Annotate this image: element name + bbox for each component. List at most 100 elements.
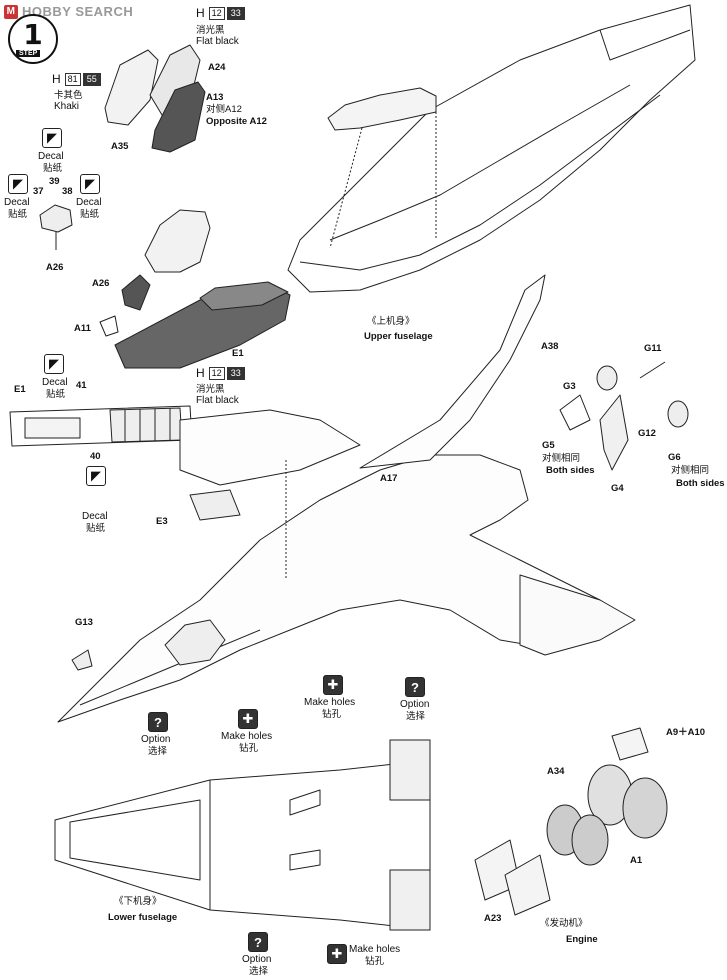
make-holes-label-zh: 钻孔 [239,743,259,754]
paint-zh: 消光黑 [196,25,225,36]
upper-fuselage-title-en: Upper fuselage [364,331,433,342]
drill-icon: ✚ [323,675,343,695]
part-label: Opposite A12 [206,116,267,127]
paint-code-h81: H 81 55 [52,72,101,86]
part-label: A1 [630,855,643,866]
option-label: Option [242,954,272,965]
instrument-panel-drawing [39,204,73,250]
engine-drawing [474,727,668,916]
part-label: A13 [206,92,224,103]
decal-label-zh: 贴纸 [80,209,100,220]
paint-zh: 卡其色 [54,90,83,101]
paint-swatch: 33 [226,366,245,380]
part-label: 39 [49,176,60,187]
option-label: Option [141,734,171,745]
make-holes-label-zh: 钻孔 [322,709,342,720]
make-holes-label: Make holes [221,731,273,742]
airframe-drawing [57,274,636,723]
paint-code: 81 [64,72,81,86]
part-label: G13 [75,617,93,628]
part-label: 对侧A12 [206,104,242,115]
engine-title-zh: 《发动机》 [540,918,588,929]
lower-fuselage-title-zh: 《下机身》 [114,896,162,907]
decal-label-zh: 贴纸 [43,163,63,174]
drill-icon: ✚ [238,709,258,729]
part-label: A26 [46,262,64,273]
decal-icon: ◤ [86,466,106,486]
paint-swatch: 33 [226,6,245,20]
part-label: 37 [33,186,44,197]
upper-fuselage-drawing [287,4,696,293]
part-label: E3 [156,516,168,527]
option-label-zh: 选择 [406,711,426,722]
paint-en: Flat black [196,36,239,47]
brand-logo-icon: M [4,4,18,19]
part-label: G6 [668,452,681,463]
question-icon: ? [248,932,268,952]
cockpit-tub-drawing [9,405,193,447]
part-label: E1 [14,384,26,395]
part-label: A35 [111,141,129,152]
upper-fuselage-title-zh: 《上机身》 [367,316,415,327]
decal-icon: ◤ [8,174,28,194]
paint-en: Khaki [54,101,80,112]
option-label-zh: 选择 [148,746,168,757]
decal-icon: ◤ [42,128,62,148]
decal-label-zh: 贴纸 [46,389,66,400]
make-holes-label: Make holes [304,697,356,708]
decal-label: Decal [38,151,64,162]
engine-title-en: Engine [566,934,598,945]
decal-label: Decal [76,197,102,208]
decal-label: Decal [82,511,108,522]
option-label: Option [400,699,430,710]
part-label: A9＋A10 [666,727,706,738]
part-label: G4 [611,483,624,494]
part-label: A38 [541,341,559,352]
part-label: A11 [74,323,91,334]
lower-fuselage-drawing [54,739,431,931]
decal-icon: ◤ [44,354,64,374]
paint-code-h12-top: H 12 33 [196,6,245,20]
both-sides-en: Both sides [676,478,725,489]
seat-parts-drawing [99,44,291,369]
paint-code-h12-mid: H 12 33 [196,366,245,380]
paint-code: 12 [208,366,225,380]
both-sides-en: Both sides [546,465,595,476]
part-label: G12 [638,428,656,439]
paint-prefix: H [52,72,61,86]
part-label: E1 [232,348,244,359]
part-label: A26 [92,278,110,289]
make-holes-label-zh: 钻孔 [365,956,385,967]
step-number: 1 [23,18,43,51]
paint-prefix: H [196,6,205,20]
make-holes-label: Make holes [349,944,401,955]
part-label: G5 [542,440,555,451]
part-label: A17 [380,473,398,484]
decal-label-zh: 贴纸 [8,209,28,220]
both-sides-zh: 对侧相同 [542,453,581,464]
part-label: A24 [208,62,226,73]
paint-swatch: 55 [82,72,101,86]
decal-label-zh: 贴纸 [86,523,106,534]
paint-en: Flat black [196,395,239,406]
brand-watermark: M HOBBY SEARCH [4,4,133,19]
part-label: A23 [484,913,502,924]
landing-gear-drawing [559,361,689,471]
part-label: A34 [547,766,565,777]
question-icon: ? [405,677,425,697]
both-sides-zh: 对侧相同 [671,465,710,476]
drill-icon: ✚ [327,944,347,964]
part-label: G3 [563,381,576,392]
paint-code: 12 [208,6,225,20]
part-label: 38 [62,186,73,197]
paint-prefix: H [196,366,205,380]
decal-icon: ◤ [80,174,100,194]
option-label-zh: 选择 [249,966,269,977]
brand-name: HOBBY SEARCH [22,4,134,19]
decal-label: Decal [4,197,30,208]
part-label: G11 [644,343,662,354]
step-label: STEP [16,50,41,57]
part-label: 41 [76,380,87,391]
lower-fuselage-title-en: Lower fuselage [108,912,178,923]
